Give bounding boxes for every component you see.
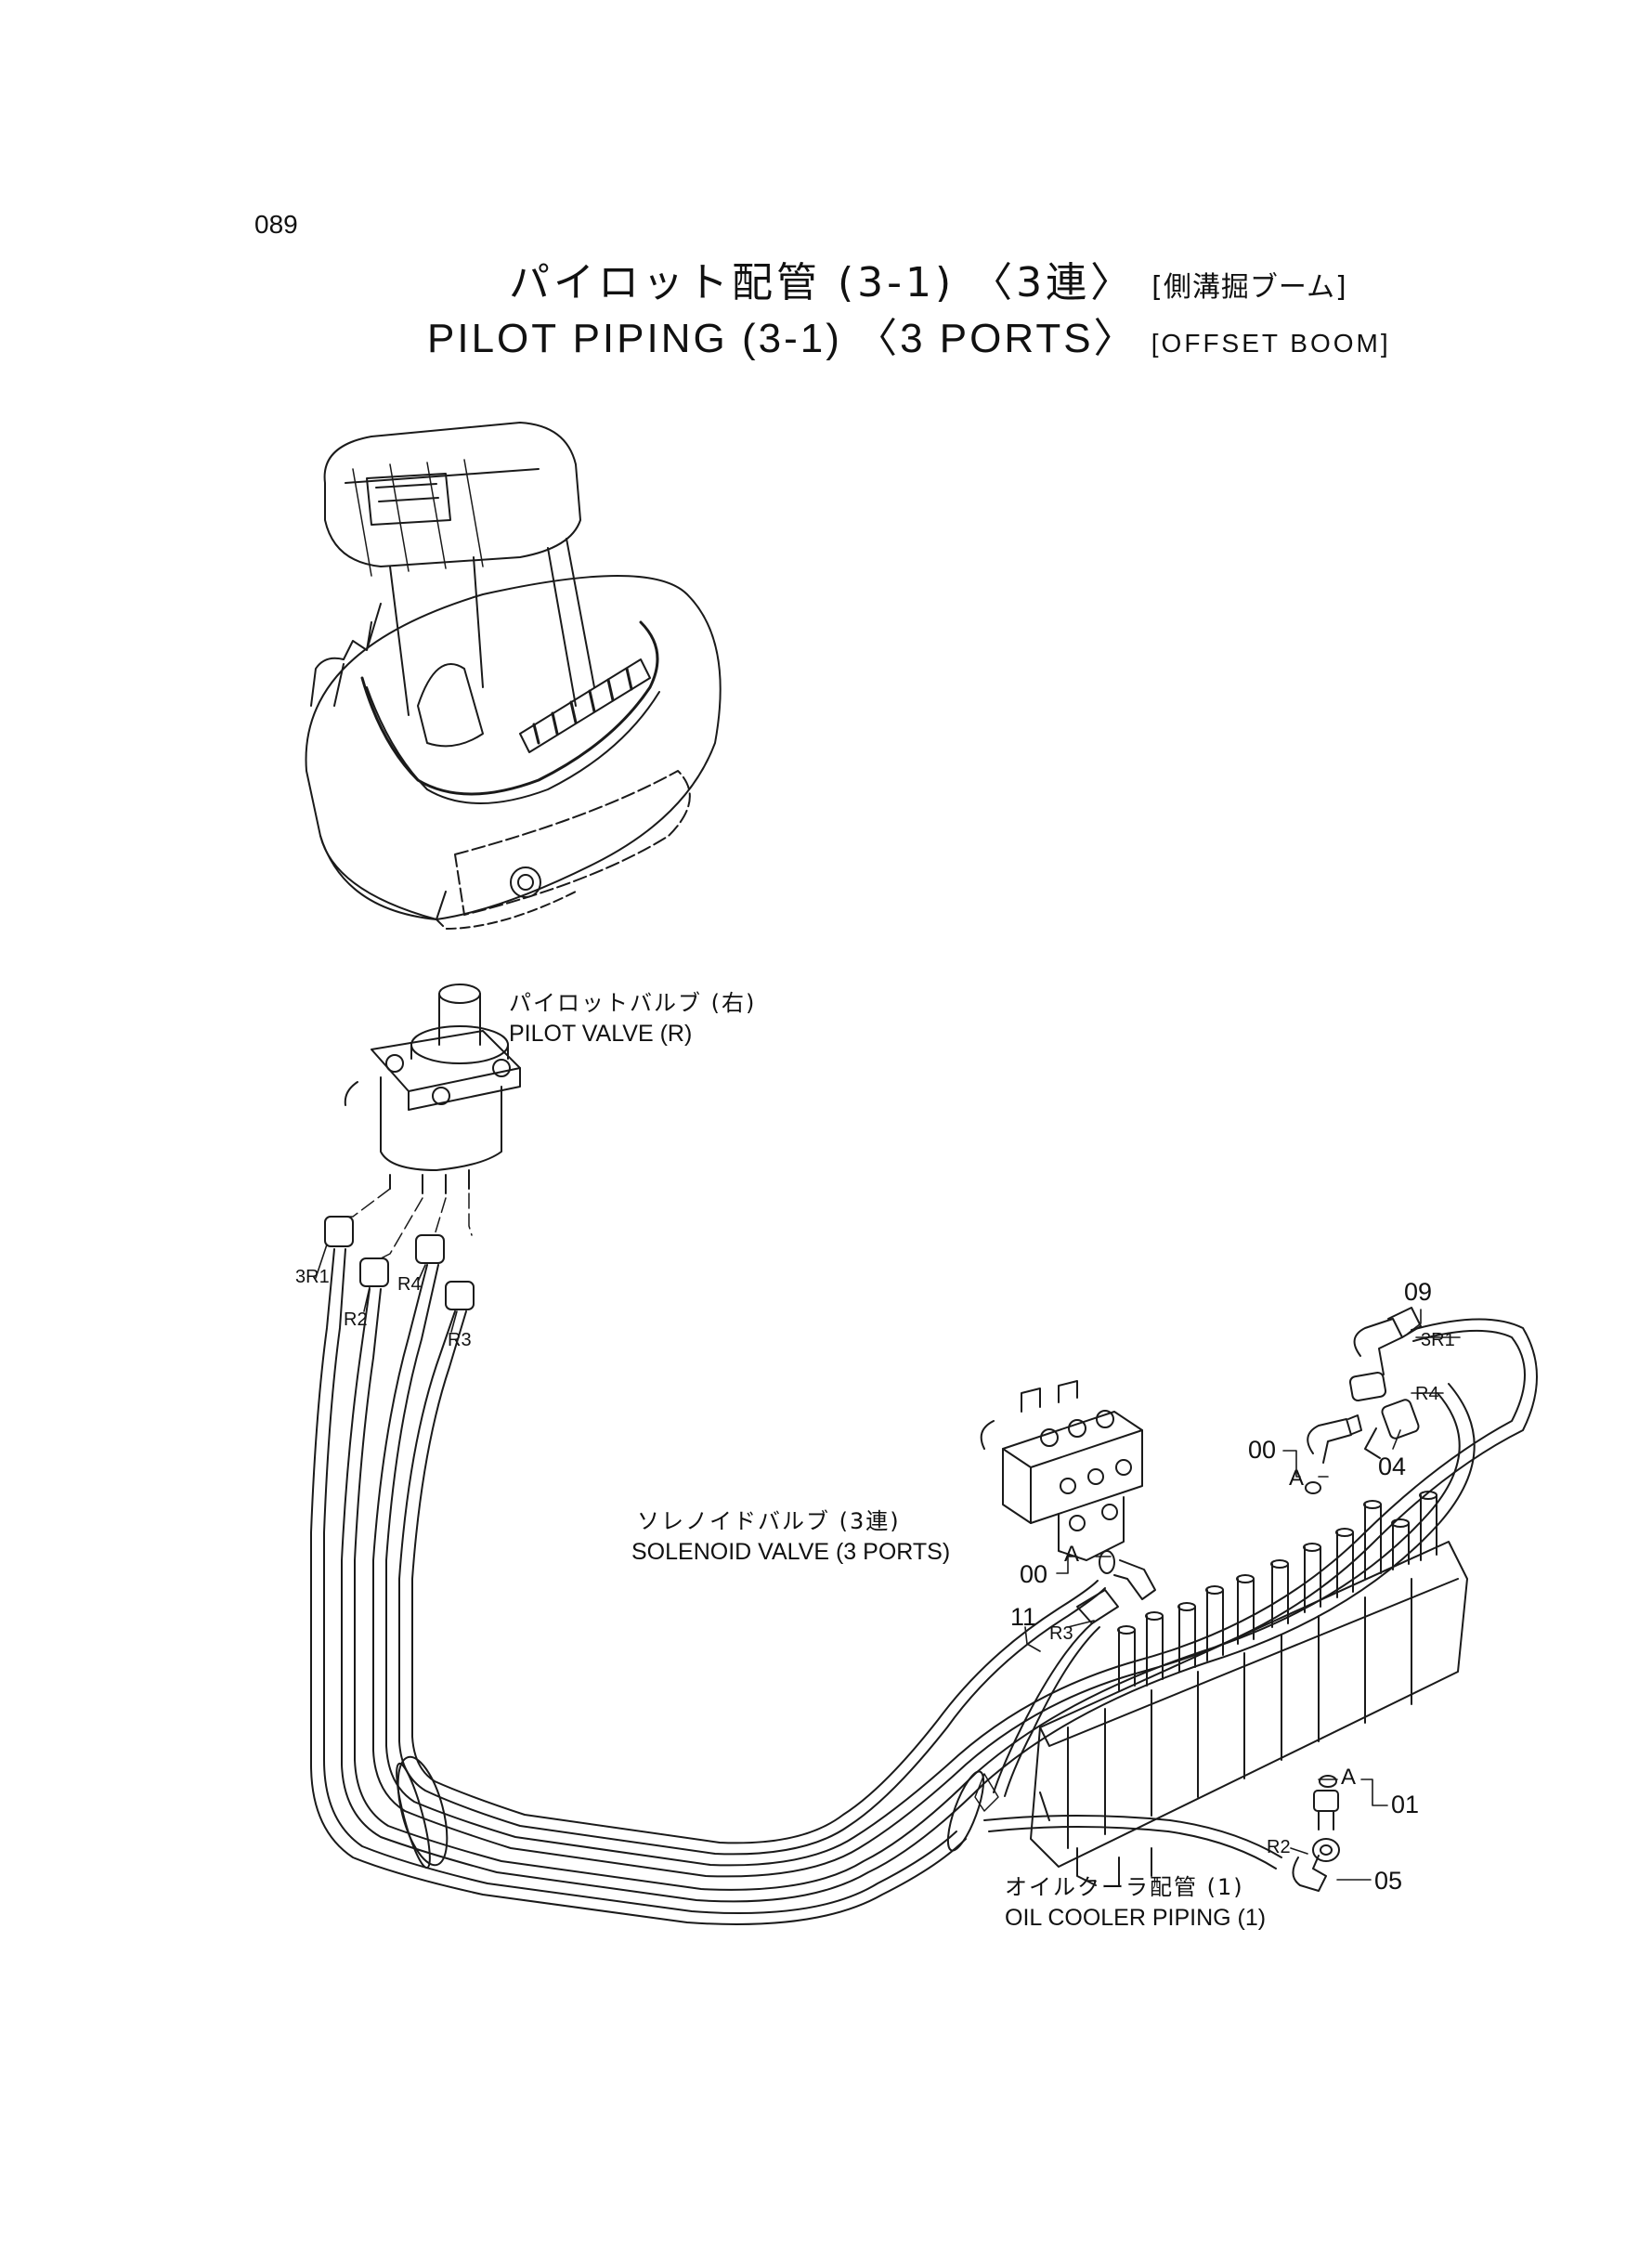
pilot-valve-label-jp: パイロットバルブ (右) (509, 990, 757, 1016)
hose-tag-r4-left: R4 (397, 1274, 422, 1295)
right-hose-fittings (993, 1307, 1422, 1892)
hose-tag-r3-left: R3 (448, 1330, 472, 1350)
hose-tag-3r1-left: 3R1 (295, 1267, 330, 1287)
hose-tag-r4-right: R4 (1415, 1384, 1439, 1404)
part-number-01: 01 (1391, 1791, 1420, 1818)
title-english-sub: [OFFSET BOOM] (1151, 329, 1391, 358)
excavator-cab-illustration (305, 422, 722, 930)
hose-tag-r3-right: R3 (1049, 1623, 1073, 1644)
part-number-00-lower: 00 (1020, 1560, 1048, 1588)
pilot-valve-label-en: PILOT VALVE (R) (509, 1021, 693, 1047)
title-japanese: パイロット配管 (3-1) 〈3連〉 [側溝掘ブーム] (509, 249, 1347, 308)
hose-clamp (396, 1755, 999, 1870)
solenoid-valve-illustration (980, 1380, 1143, 1561)
control-valve-bank (1030, 1491, 1468, 1886)
pilot-valve-label: パイロットバルブ (右) PILOT VALVE (R) (509, 988, 756, 1049)
title-japanese-main: パイロット配管 (3-1) 〈3連〉 (509, 259, 1136, 306)
solenoid-valve-label-en: SOLENOID VALVE (3 PORTS) (631, 1539, 951, 1565)
title-japanese-sub: [側溝掘ブーム] (1151, 271, 1347, 304)
part-number-04: 04 (1378, 1453, 1407, 1480)
solenoid-valve-label-jp: ソレノイドバルブ (3連) (637, 1508, 901, 1534)
hose-tag-3r1-right: 3R1 (1421, 1330, 1455, 1350)
part-number-05: 05 (1374, 1867, 1403, 1895)
page-number: 089 (254, 210, 298, 239)
detail-tag-a-upper: A (1289, 1466, 1305, 1491)
part-number-09: 09 (1404, 1278, 1433, 1306)
detail-tag-a-lower: A (1341, 1765, 1357, 1790)
oil-cooler-label: オイルクーラ配管 (1) OIL COOLER PIPING (1) (1005, 1872, 1266, 1934)
part-number-00-upper: 00 (1248, 1436, 1277, 1464)
oil-cooler-label-en: OIL COOLER PIPING (1) (1005, 1905, 1267, 1931)
pilot-valve-illustration (344, 984, 521, 1194)
title-english: PILOT PIPING (3-1) 〈3 PORTS〉 [OFFSET BOO… (427, 305, 1391, 364)
left-hose-fittings (324, 1216, 475, 1310)
oil-cooler-label-jp: オイルクーラ配管 (1) (1005, 1874, 1244, 1900)
hose-tag-r2-left: R2 (344, 1309, 368, 1330)
solenoid-valve-label: ソレノイドバルブ (3連) SOLENOID VALVE (3 PORTS) (631, 1506, 950, 1568)
title-english-main: PILOT PIPING (3-1) 〈3 PORTS〉 (427, 316, 1138, 361)
